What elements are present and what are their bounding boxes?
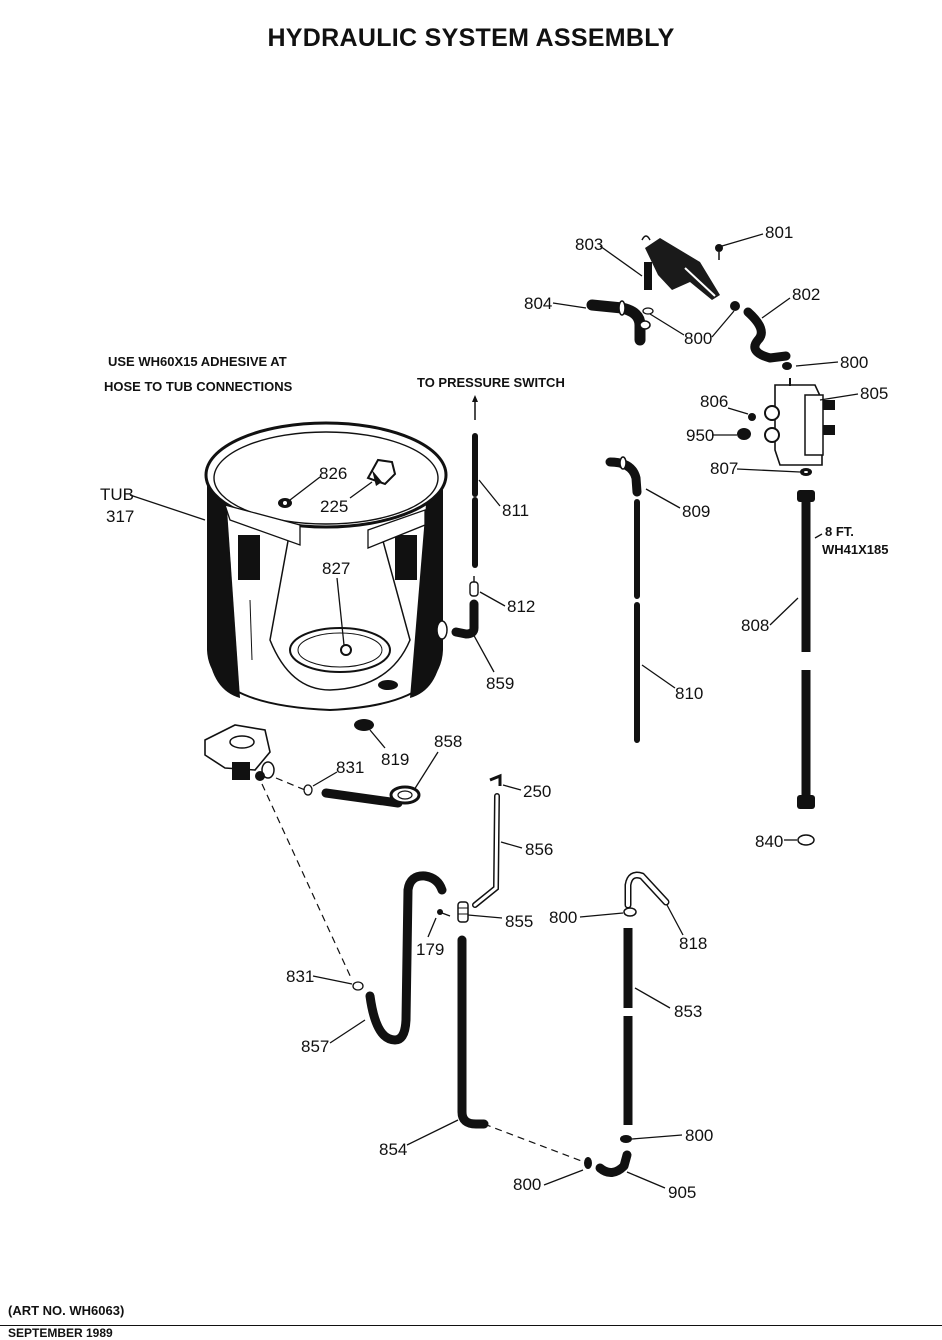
callout-800-b: 800 — [840, 353, 868, 372]
callout-808: 808 — [741, 616, 769, 635]
part-840-screen-washer — [797, 834, 815, 846]
part-854-hose — [457, 935, 489, 1129]
part-800-clamp-b — [730, 301, 740, 311]
part-831-clamp-a — [303, 784, 313, 796]
part-808-fill-hose — [797, 490, 815, 809]
callout-831-b: 831 — [286, 967, 314, 986]
part-855-connector — [457, 901, 469, 923]
callout-800-d: 800 — [685, 1126, 713, 1145]
callout-809: 809 — [682, 502, 710, 521]
callout-803: 803 — [575, 235, 603, 254]
part-858-hose — [321, 788, 403, 808]
callout-831-a: 831 — [336, 758, 364, 777]
callout-858: 858 — [434, 732, 462, 751]
part-801-screw — [715, 244, 723, 260]
fill-hose-length-note: 8 FT. — [825, 524, 854, 539]
callout-859: 859 — [486, 674, 514, 693]
callout-826: 826 — [319, 464, 347, 483]
part-831-clamp-b — [352, 981, 364, 991]
part-858-tub-boot — [389, 785, 421, 805]
callout-950: 950 — [686, 426, 714, 445]
part-250-elbow — [489, 773, 502, 786]
pump-part — [204, 724, 275, 781]
footer-divider — [0, 1325, 942, 1326]
part-800-clamp-e — [620, 1135, 632, 1143]
part-800-clamp-c — [782, 362, 792, 370]
part-857-hose — [365, 871, 447, 1045]
callout-806: 806 — [700, 392, 728, 411]
leader-lines — [129, 233, 859, 1189]
part-800-clamp-d — [623, 907, 637, 917]
pressure-switch-note: TO PRESSURE SWITCH — [417, 375, 565, 390]
callout-840: 840 — [755, 832, 783, 851]
part-225-bracket — [366, 458, 397, 486]
part-806-screen — [748, 413, 756, 421]
footer-date: SEPTEMBER 1989 — [8, 1326, 113, 1340]
part-800-clamp-f — [584, 1157, 592, 1169]
callout-800-c: 800 — [549, 908, 577, 927]
part-805-water-valve — [764, 378, 835, 466]
callout-811: 811 — [502, 501, 529, 520]
dashed-connection-pump-857 — [261, 783, 353, 981]
callout-804: 804 — [524, 294, 552, 313]
callout-805: 805 — [860, 384, 888, 403]
tub-label: TUB — [100, 485, 134, 504]
part-950-cap — [737, 428, 751, 440]
dashed-connection-854-905 — [483, 1123, 585, 1163]
part-812-connector — [469, 576, 479, 597]
callout-800-a: 800 — [684, 329, 712, 348]
part-804-hose — [586, 299, 651, 346]
part-800-clamp-a — [642, 307, 654, 315]
callout-801: 801 — [765, 223, 793, 242]
callout-250: 250 — [523, 782, 551, 801]
callout-800-e: 800 — [513, 1175, 541, 1194]
dashed-connection-pump-858 — [275, 777, 306, 791]
callout-819: 819 — [381, 750, 409, 769]
callout-854: 854 — [379, 1140, 407, 1159]
callout-857: 857 — [301, 1037, 329, 1056]
part-802-hose — [743, 307, 791, 363]
callout-802: 802 — [792, 285, 820, 304]
callout-856: 856 — [525, 840, 553, 859]
callout-810: 810 — [675, 684, 703, 703]
part-826-grommet — [278, 498, 292, 508]
fill-hose-part-note: WH41X185 — [822, 542, 888, 557]
page-title: HYDRAULIC SYSTEM ASSEMBLY — [267, 24, 675, 52]
tub-number: 317 — [106, 507, 134, 526]
part-179-screw — [437, 909, 451, 917]
art-number: (ART NO. WH6063) — [8, 1303, 125, 1318]
part-807-washer — [800, 468, 812, 476]
callout-225: 225 — [320, 497, 348, 516]
part-819-plug — [354, 719, 374, 731]
part-803-bracket — [641, 235, 720, 300]
callout-855: 855 — [505, 912, 533, 931]
part-859-hose — [451, 599, 479, 639]
part-811-pressure-tube — [472, 395, 478, 568]
callout-827: 827 — [322, 559, 350, 578]
part-905-hose — [595, 1150, 632, 1177]
callout-818: 818 — [679, 934, 707, 953]
callout-905: 905 — [668, 1183, 696, 1202]
adhesive-note-line1: USE WH60X15 ADHESIVE AT — [108, 354, 287, 369]
callout-179: 179 — [416, 940, 444, 959]
callout-812: 812 — [507, 597, 535, 616]
callout-807: 807 — [710, 459, 738, 478]
part-809-hose — [605, 457, 642, 497]
callout-853: 853 — [674, 1002, 702, 1021]
adhesive-note-line2: HOSE TO TUB CONNECTIONS — [104, 379, 293, 394]
